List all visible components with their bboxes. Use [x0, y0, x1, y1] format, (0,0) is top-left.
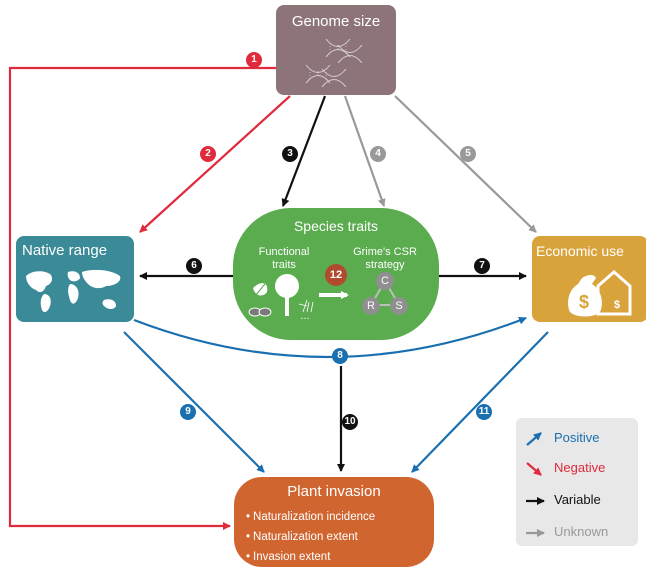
legend-unknown-label: Unknown: [554, 524, 609, 539]
dollar-sign-small: $: [614, 299, 620, 311]
badge-4: 4: [370, 146, 386, 162]
world-map-icon: [26, 269, 121, 313]
plant-invasion-node: Plant invasion Naturalization incidence …: [234, 477, 434, 567]
arrow-11: [411, 331, 549, 473]
arrow-1: [8, 66, 276, 530]
economic-use-title: Economic use: [536, 243, 624, 259]
invasion-metric-item: Naturalization extent: [246, 527, 375, 547]
badge-8: 8: [332, 348, 348, 364]
badge-2: 2: [200, 146, 216, 162]
legend-negative-label: Negative: [554, 460, 606, 475]
badge-12: 12: [325, 264, 347, 286]
native-range-node: Native range: [16, 236, 134, 322]
dollar-sign: $: [579, 292, 589, 312]
legend-positive-label: Positive: [554, 430, 600, 445]
invasion-metric-item: Naturalization incidence: [246, 507, 375, 527]
badge-7: 7: [474, 258, 490, 274]
plant-traits-icon: [248, 274, 314, 317]
arrow-5: [394, 95, 537, 233]
arrow-8: [133, 316, 527, 359]
badge-3: 3: [282, 146, 298, 162]
arrow-4: [343, 95, 386, 207]
arrow-3: [281, 95, 327, 207]
badge-11: 11: [476, 404, 492, 420]
positive-arrow-icon: [526, 432, 542, 446]
genome-size-title: Genome size: [291, 13, 381, 30]
money-bag-icon: $ $: [568, 270, 632, 317]
legend: Positive Negative Variable Unknown: [516, 418, 638, 546]
unknown-arrow-icon: [526, 529, 545, 537]
legend-variable-label: Variable: [554, 492, 601, 507]
species-traits-title: Species traits: [293, 218, 379, 234]
badge-1: 1: [246, 52, 262, 68]
invasion-metrics-list: Naturalization incidence Naturalization …: [246, 507, 375, 567]
plant-invasion-title: Plant invasion: [287, 483, 381, 500]
badge-10: 10: [342, 414, 358, 430]
species-traits-node: Species traits Functional traits Grime's…: [233, 208, 439, 340]
badge-6: 6: [186, 258, 202, 274]
variable-arrow-icon: [526, 497, 545, 505]
native-range-title: Native range: [22, 242, 108, 259]
badge-5: 5: [460, 146, 476, 162]
white-arrow-icon: [319, 291, 349, 299]
csr-letter-s: S: [395, 300, 403, 312]
csr-letter-c: C: [381, 275, 389, 287]
functional-traits-label: Functional traits: [258, 246, 310, 271]
csr-strategy-label: Grime's CSR strategy: [353, 246, 417, 271]
csr-triangle-icon: [362, 272, 408, 315]
genome-size-node: Genome size: [276, 5, 396, 95]
arrow-2: [139, 95, 291, 233]
traits-ellipsis: ...: [300, 310, 310, 322]
badge-9: 9: [180, 404, 196, 420]
invasion-metric-item: Invasion extent: [246, 547, 375, 567]
economic-use-node: Economic use $ $: [532, 236, 646, 322]
arrow-9: [123, 331, 265, 473]
negative-arrow-icon: [526, 462, 542, 476]
dna-icon: [305, 38, 363, 88]
csr-letter-r: R: [367, 300, 375, 312]
